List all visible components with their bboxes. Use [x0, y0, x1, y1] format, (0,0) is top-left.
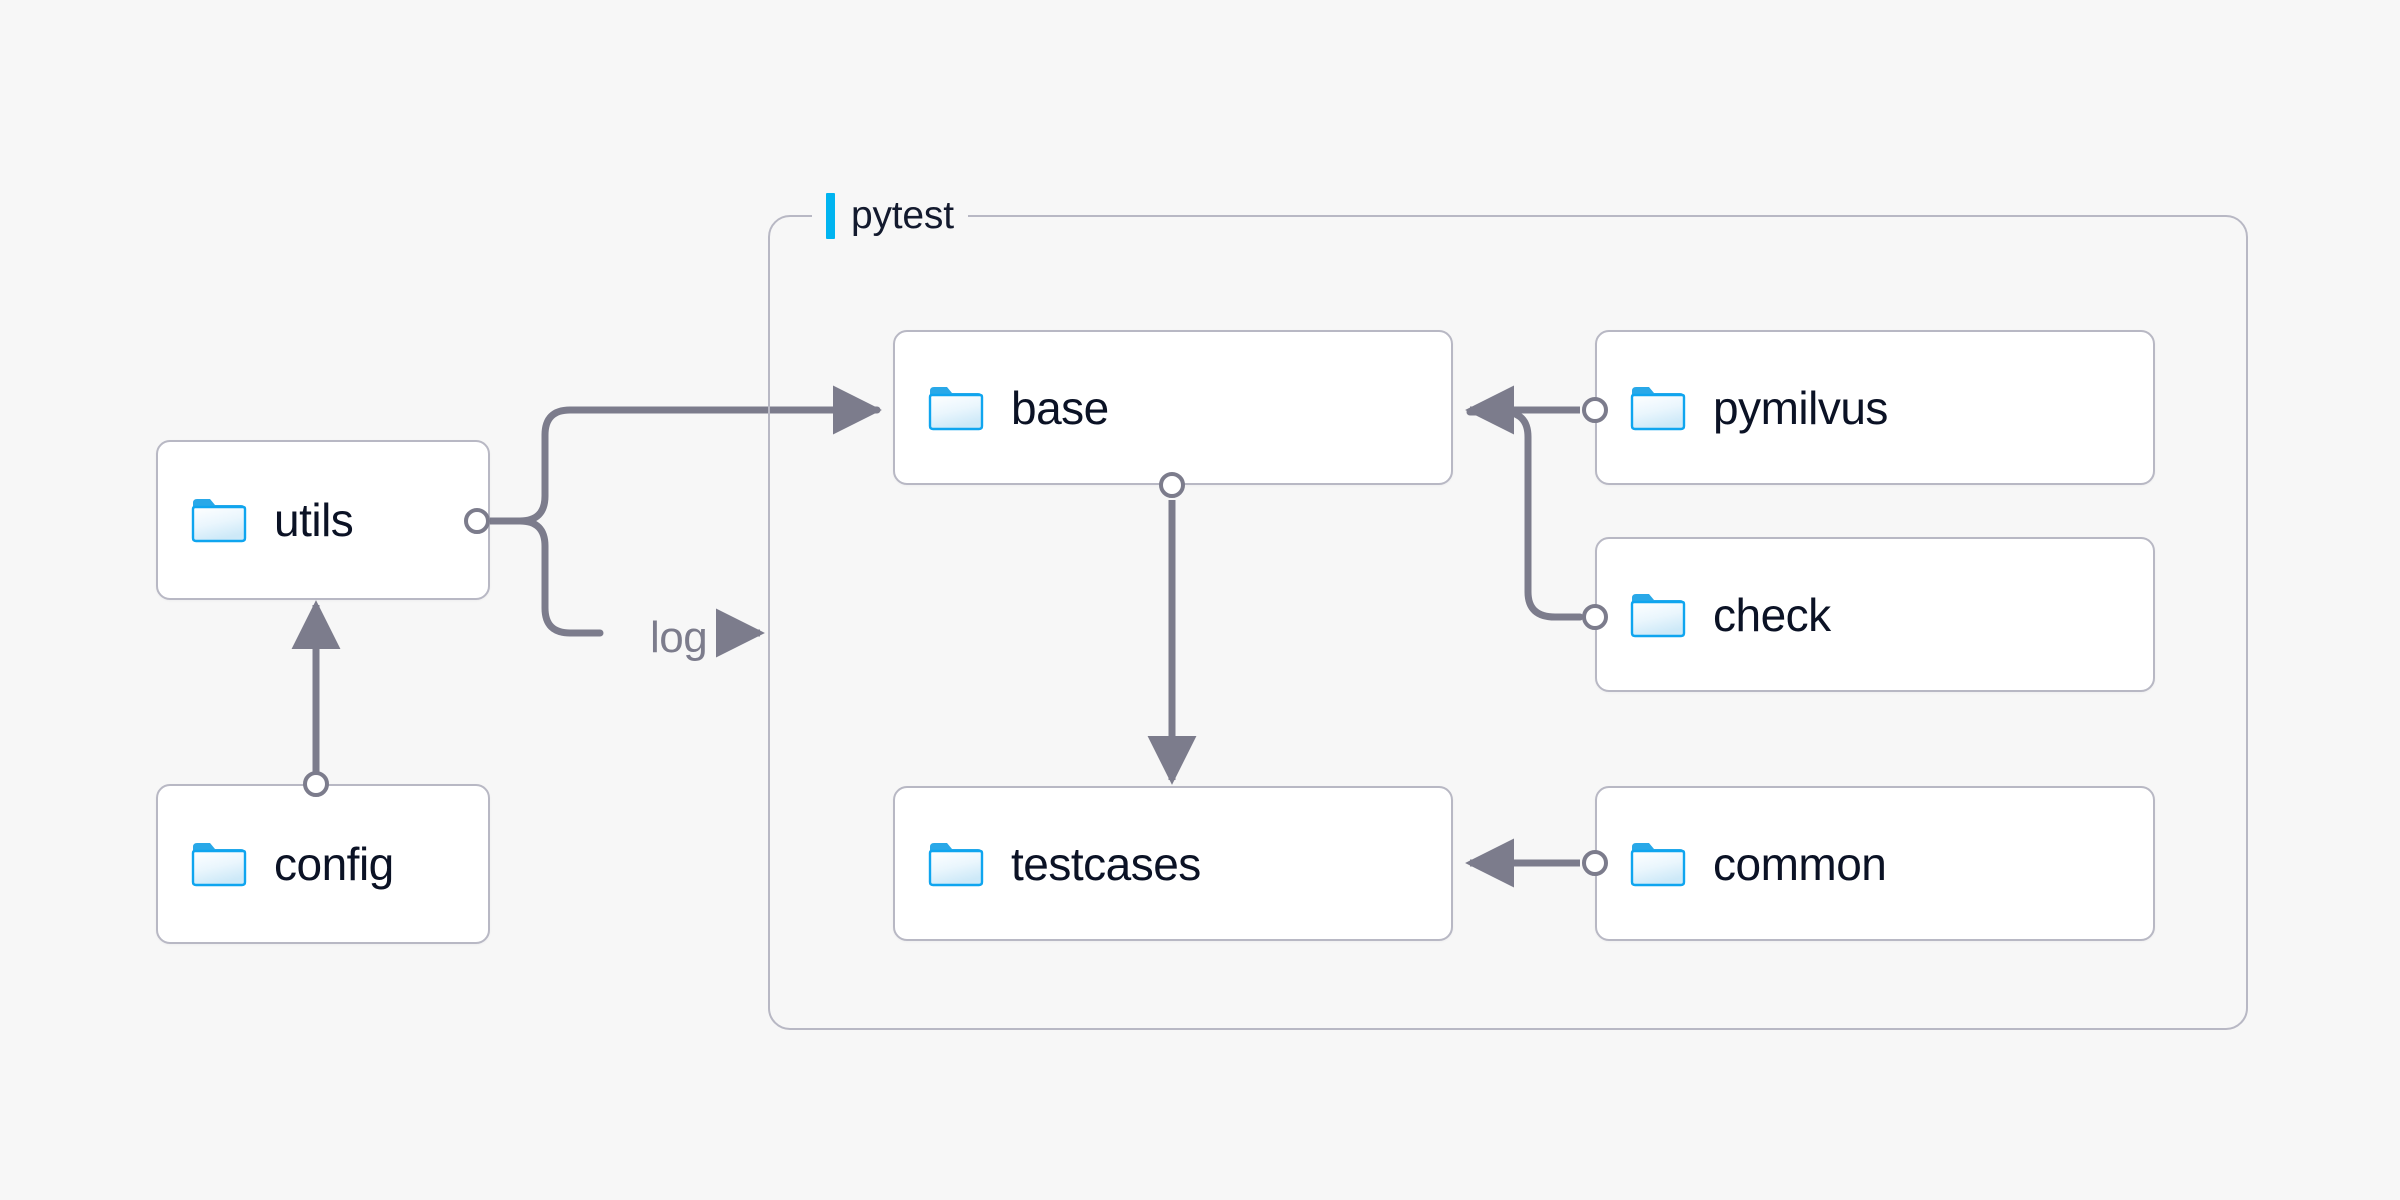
folder-icon [191, 499, 247, 543]
group-pytest-label-wrap: pytest [812, 188, 968, 244]
node-pymilvus-label: pymilvus [1713, 381, 1888, 434]
port-pymilvus-left[interactable] [1582, 397, 1608, 423]
port-check-left[interactable] [1582, 604, 1608, 630]
folder-icon [1630, 593, 1686, 637]
node-testcases[interactable]: testcases [893, 786, 1453, 941]
node-common-label: common [1713, 837, 1887, 890]
folder-icon [191, 843, 247, 887]
port-config-top[interactable] [303, 771, 329, 797]
node-check[interactable]: check [1595, 537, 2155, 692]
node-common[interactable]: common [1595, 786, 2155, 941]
group-accent-bar [826, 193, 835, 239]
port-base-bottom[interactable] [1159, 472, 1185, 498]
node-pymilvus[interactable]: pymilvus [1595, 330, 2155, 485]
group-pytest[interactable] [768, 215, 2248, 1030]
folder-icon [928, 842, 984, 886]
node-utils-label: utils [274, 494, 354, 546]
node-check-label: check [1713, 588, 1831, 641]
edge-label-log: log [650, 613, 707, 662]
folder-icon [1630, 842, 1686, 886]
folder-icon [928, 386, 984, 430]
node-testcases-label: testcases [1011, 837, 1201, 890]
port-utils-right[interactable] [464, 508, 490, 534]
folder-icon [1630, 386, 1686, 430]
node-base-label: base [1011, 381, 1109, 434]
node-utils[interactable]: utils [156, 440, 490, 600]
port-common-left[interactable] [1582, 850, 1608, 876]
node-config[interactable]: config [156, 784, 490, 944]
edge-utils-to-log [486, 517, 604, 637]
node-base[interactable]: base [893, 330, 1453, 485]
group-pytest-label: pytest [851, 194, 954, 237]
node-config-label: config [274, 838, 394, 890]
